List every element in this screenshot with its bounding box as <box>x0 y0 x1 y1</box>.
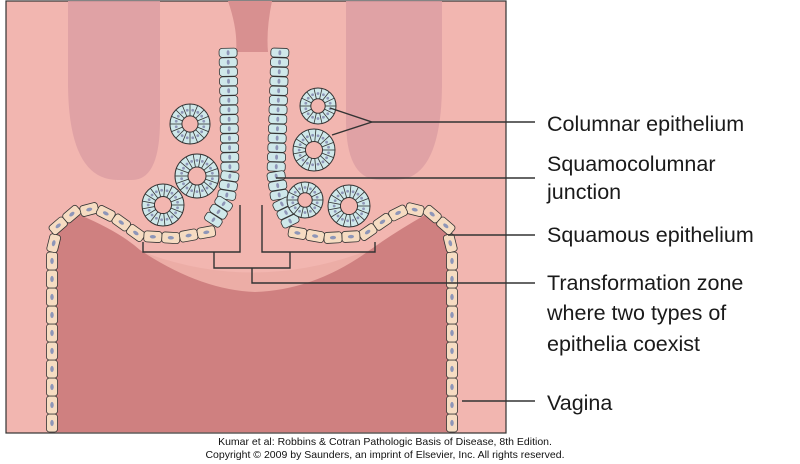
columnar-cell <box>220 170 240 183</box>
columnar-cell <box>218 66 238 77</box>
gland <box>169 103 211 145</box>
columnar-cell <box>267 152 287 163</box>
columnar-cell <box>209 203 228 220</box>
squamous-cell <box>46 341 58 361</box>
squamous-cell <box>46 359 58 379</box>
columnar-cell <box>220 152 240 163</box>
squamous-cell <box>323 231 343 244</box>
squamous-cell <box>446 323 458 343</box>
label-squamous-epithelium: Squamous epithelium <box>547 223 754 247</box>
squamous-cell <box>126 224 146 242</box>
columnar-cell <box>267 142 287 153</box>
gland-cross-sections <box>141 87 371 228</box>
squamous-cell <box>422 204 442 224</box>
caption-line-2: Copyright © 2009 by Saunders, an imprint… <box>205 449 565 461</box>
squamous-cell <box>46 269 58 289</box>
label-transformation-zone-3: epithelia coexist <box>547 332 700 356</box>
squamous-cell <box>196 225 217 240</box>
label-squamocolumnar-junction-1: Squamocolumnar <box>547 152 716 176</box>
squamous-cell <box>62 204 82 224</box>
squamous-cell <box>446 341 458 361</box>
columnar-cell <box>269 66 289 77</box>
squamous-cell <box>404 202 425 217</box>
gland <box>174 153 220 199</box>
squamous-cell <box>143 230 163 243</box>
columnar-epithelium-cells <box>204 47 300 229</box>
squamous-cell <box>46 287 58 307</box>
squamous-cell <box>446 377 458 397</box>
columnar-cell <box>270 57 289 68</box>
squamous-cell <box>46 377 58 397</box>
squamous-cell <box>46 413 58 433</box>
vagina-lumen <box>52 215 452 432</box>
columnar-cell <box>219 95 239 106</box>
columnar-cell <box>218 47 238 58</box>
label-columnar-epithelium: Columnar epithelium <box>547 112 745 136</box>
leader-lines <box>142 107 535 402</box>
squamous-cell <box>46 305 58 325</box>
columnar-cell <box>268 95 288 106</box>
columnar-cell <box>219 123 239 134</box>
columnar-cell <box>270 47 290 58</box>
bracket-transformation <box>142 205 376 269</box>
columnar-cell <box>266 161 286 172</box>
squamous-cell <box>305 229 325 243</box>
squamous-cell <box>161 231 181 245</box>
squamous-cell <box>46 323 58 343</box>
endocervical-canal <box>228 1 272 52</box>
squamous-cell <box>446 395 458 415</box>
columnar-cell <box>267 133 287 144</box>
columnar-cell <box>266 170 286 183</box>
columnar-cell <box>218 179 238 192</box>
squamous-cell <box>341 230 361 243</box>
columnar-cell <box>219 133 239 144</box>
squamous-cell <box>287 226 308 240</box>
gland <box>286 181 324 219</box>
squamous-cell <box>446 305 458 325</box>
columnar-cell <box>269 85 289 96</box>
squamous-cell <box>79 202 100 217</box>
columnar-cell <box>204 211 223 228</box>
columnar-cell <box>214 195 233 212</box>
columnar-cell <box>218 57 238 68</box>
squamous-cell <box>95 205 116 222</box>
columnar-cell <box>220 142 239 153</box>
gland <box>141 183 185 227</box>
columnar-cell <box>268 179 288 192</box>
gland <box>327 184 371 228</box>
columnar-cell <box>219 104 239 115</box>
squamous-cell <box>446 359 458 379</box>
gland <box>299 87 337 125</box>
squamous-cell <box>46 251 58 271</box>
squamous-cell <box>446 251 458 271</box>
columnar-cell <box>219 114 239 125</box>
columnar-cell <box>269 76 289 87</box>
label-squamocolumnar-junction-2: junction <box>547 180 622 204</box>
leader-columnar-2 <box>331 121 373 136</box>
columnar-cell <box>219 85 239 96</box>
squamous-cell <box>436 216 456 236</box>
columnar-cell <box>268 104 288 115</box>
columnar-cell <box>268 123 287 134</box>
deep-gland-left <box>68 1 160 180</box>
columnar-cell <box>219 76 238 87</box>
gland <box>292 128 336 172</box>
squamous-cell <box>446 287 458 307</box>
squamous-cell <box>46 395 58 415</box>
deep-gland-right <box>346 1 442 180</box>
label-transformation-zone-1: Transformation zone <box>547 271 744 295</box>
columnar-cell <box>268 114 288 125</box>
squamous-cell <box>446 413 458 433</box>
columnar-cell <box>220 161 240 172</box>
squamous-cell <box>446 269 458 289</box>
label-transformation-zone-2: where two types of <box>547 301 727 325</box>
caption-line-1: Kumar et al: Robbins & Cotran Pathologic… <box>218 436 552 448</box>
leader-transformation <box>251 268 535 284</box>
label-vagina: Vagina <box>547 391 613 415</box>
